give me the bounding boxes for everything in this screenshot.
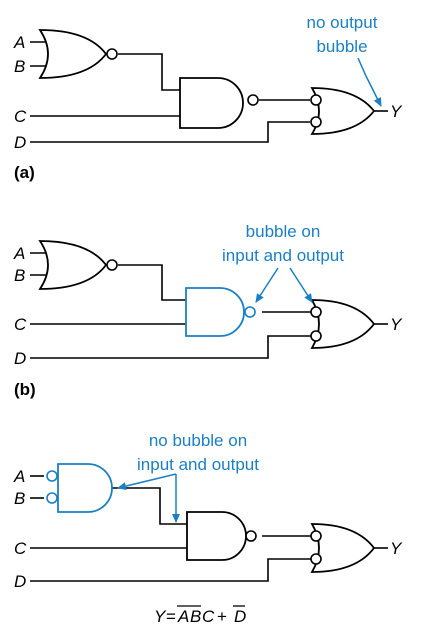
or-gate [310,523,376,573]
nand-input-bubble-top [46,470,58,482]
or-input-bubble-top [310,94,322,106]
annotation-b-line1: bubble on [246,222,321,241]
nand-gate [179,77,244,129]
output-label-y: Y [390,315,403,334]
wire-nor-to-nand [118,264,186,301]
wire-nand-blue-to-nand [112,487,187,525]
nand-output-bubble-highlighted [244,306,256,318]
part-label-a: (a) [14,163,35,182]
equation-lhs: Y [154,607,167,626]
equation-a: A [177,607,189,626]
input-label-b: B [14,266,25,285]
equation-b: B [190,607,201,626]
nand-gate-highlighted [57,463,113,513]
nor-output-bubble [106,259,118,271]
input-label-a: A [13,467,25,486]
nand-gate-highlighted [185,287,245,337]
input-label-c: C [14,107,27,126]
annotation-b-arrow-right [289,267,313,303]
input-label-d: D [14,572,26,591]
nor-gate [38,29,108,79]
equation-equals: = [166,607,176,626]
output-label-y: Y [390,539,403,558]
nand-gate [186,511,247,561]
wire-d [30,121,310,143]
part-label-b: (b) [14,380,36,399]
equation: Y = A B C + D [154,605,246,626]
equation-c: C [202,607,215,626]
input-label-a: A [13,33,25,52]
nand-output-bubble [247,94,259,106]
annotation-a-line2: bubble [316,37,367,56]
annotation-a-line1: no output [307,13,378,32]
or-gate [310,87,376,135]
panel-c: A B C D Y no bubble on input and output [13,431,403,591]
nand-input-bubble-bottom [46,492,58,504]
annotation-c-line1: no bubble on [149,431,247,450]
input-label-d: D [14,349,26,368]
input-label-b: B [14,489,25,508]
input-label-d: D [14,133,26,152]
annotation-b-arrow-left [255,267,279,303]
input-label-c: C [14,539,27,558]
equation-plus: + [217,607,227,626]
or-input-bubble-top [310,530,322,542]
or-gate [310,299,376,349]
panel-a: A B C D Y (a) no output bubble [13,13,403,182]
nand-output-bubble [245,530,257,542]
or-input-bubble-bottom [310,553,322,565]
input-label-a: A [13,244,25,263]
or-input-bubble-top [310,306,322,318]
nor-output-bubble [106,48,118,60]
wire-d [30,335,311,359]
equation-d: D [234,607,246,626]
or-input-bubble-bottom [310,330,322,342]
annotation-a-arrow [357,57,382,107]
output-label-y: Y [390,102,403,121]
or-input-bubble-bottom [310,116,322,128]
wire-d [30,558,311,582]
panel-b: A B C D Y (b) bubble on input and output [13,222,403,399]
annotation-c-arrow-left [117,473,177,491]
annotation-b-line2: input and output [222,246,344,265]
annotation-c-line2: input and output [137,455,259,474]
input-label-b: B [14,57,25,76]
nor-gate [38,240,108,290]
input-label-c: C [14,315,27,334]
wire-nor-to-nand [118,53,180,91]
